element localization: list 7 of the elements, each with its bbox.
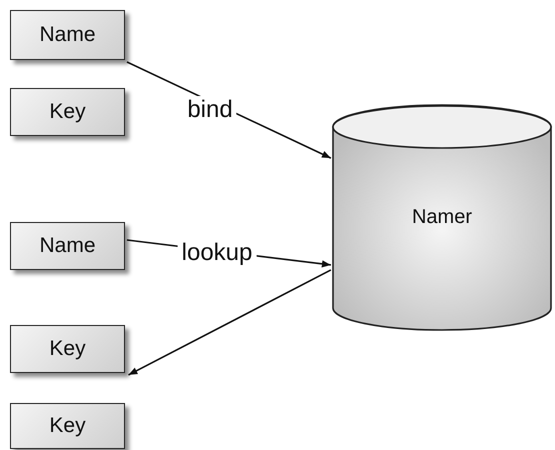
process-box: Key bbox=[10, 325, 125, 373]
process-box: Key bbox=[10, 88, 125, 136]
process-box: Name bbox=[10, 10, 125, 60]
node-label: Namer bbox=[412, 206, 472, 229]
process-box: Key bbox=[10, 403, 125, 449]
process-box: Name bbox=[10, 222, 125, 270]
arrow bbox=[128, 269, 332, 376]
